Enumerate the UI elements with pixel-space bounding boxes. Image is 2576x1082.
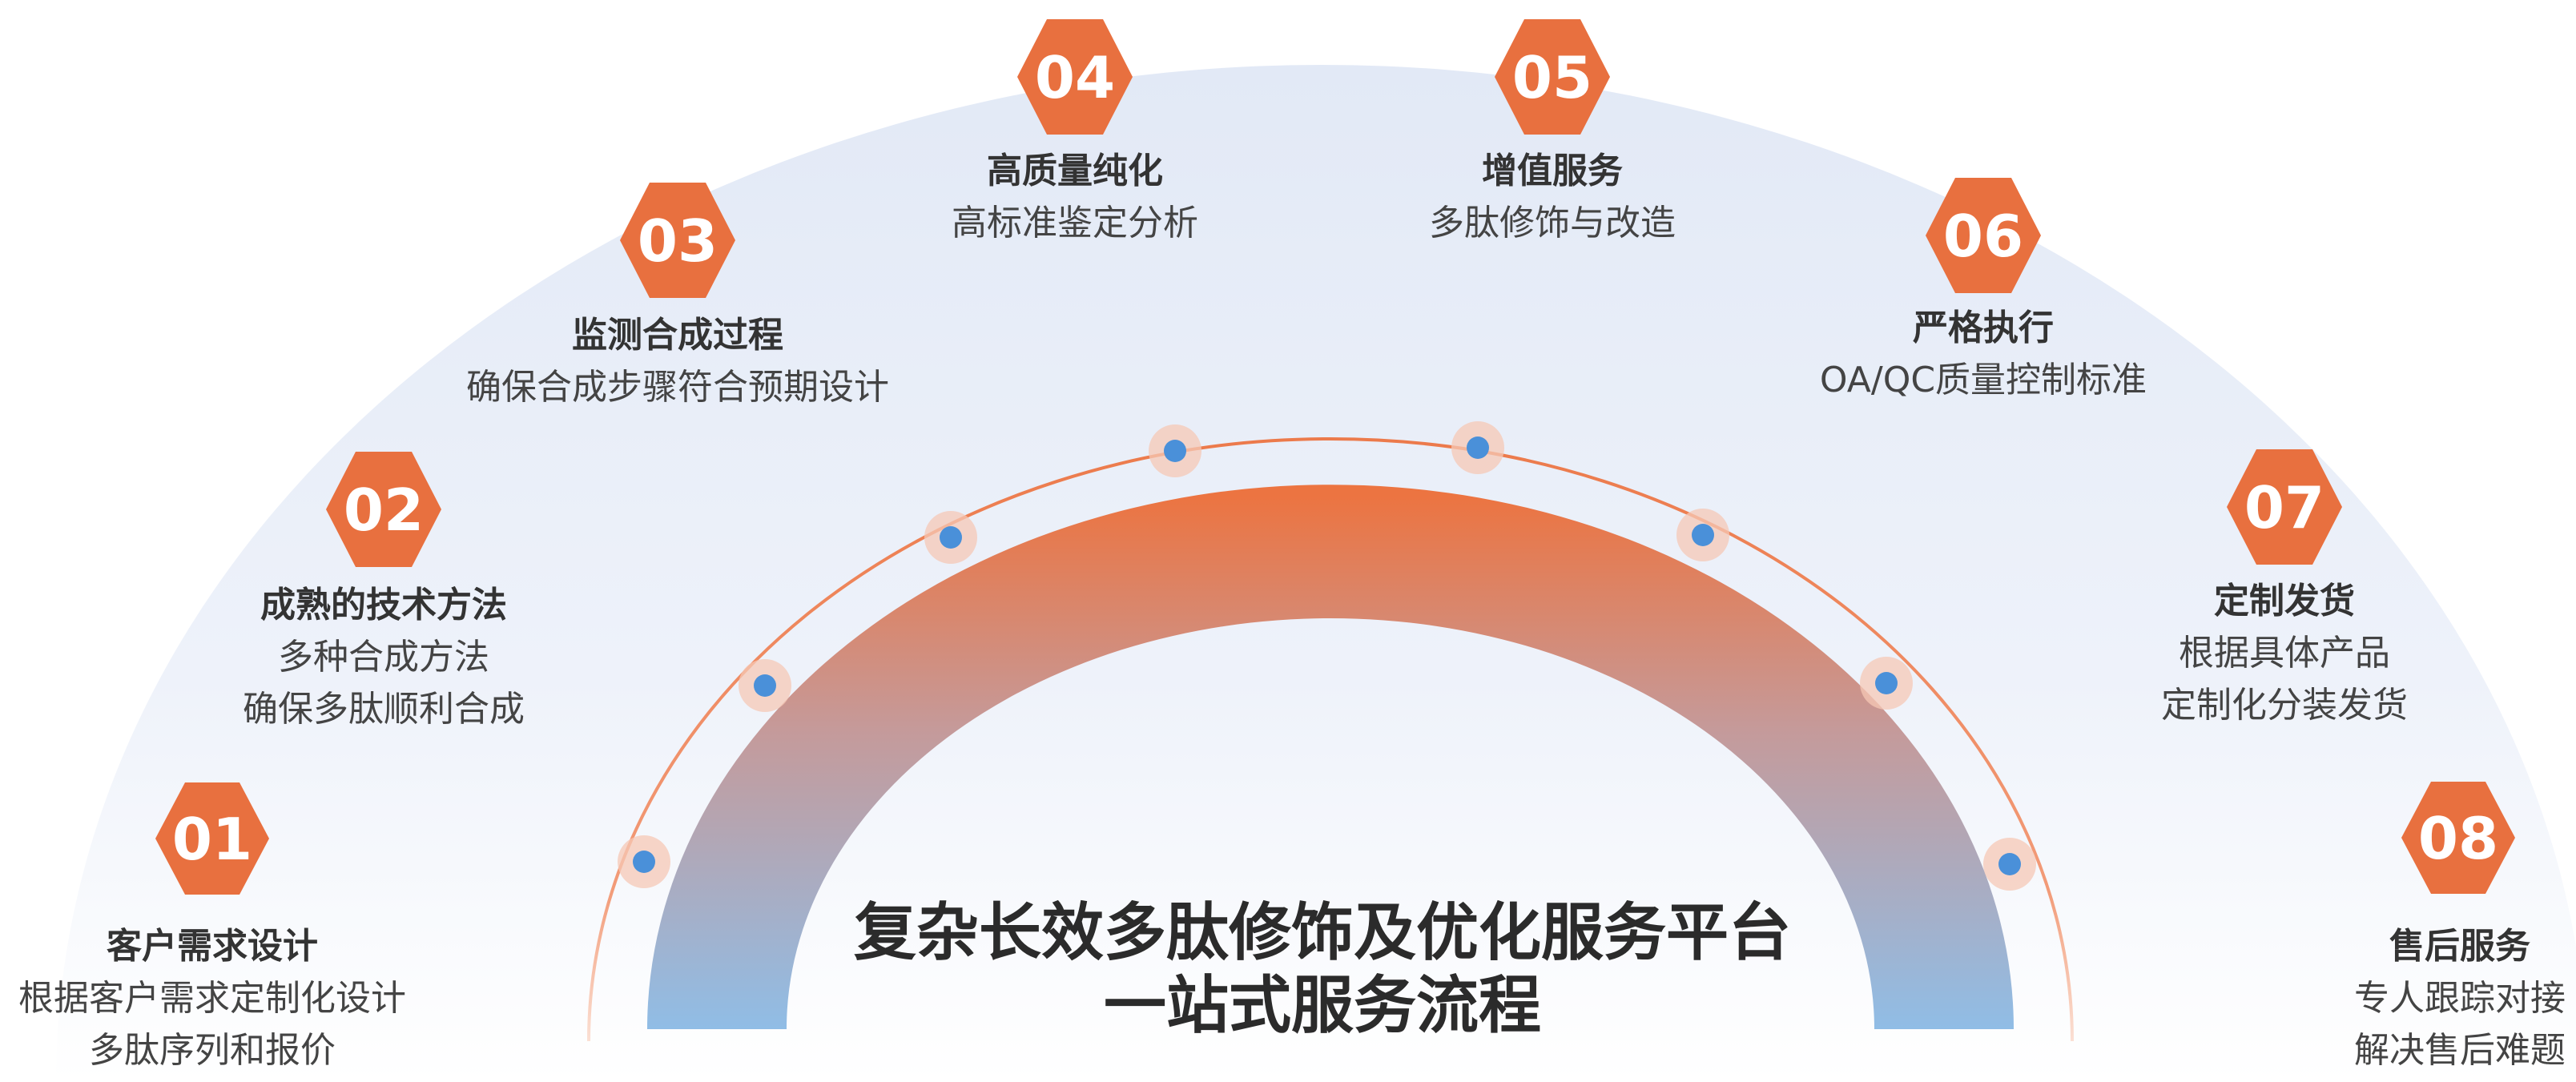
step-number: 01 [172, 806, 252, 873]
step-title: 定制发货 [2214, 581, 2355, 621]
hexagon-badge [2401, 782, 2515, 894]
orbit-dot [1860, 657, 1913, 710]
step-number: 06 [1943, 203, 2023, 270]
orbit-dot [1676, 509, 1729, 561]
hexagon-badge [1017, 19, 1133, 135]
step-title: 增值服务 [1482, 151, 1623, 191]
step-03: 03 监测合成过程 确保合成步骤符合预期设计 [466, 183, 889, 408]
step-02: 02 成熟的技术方法 多种合成方法 确保多肽顺利合成 [243, 452, 525, 730]
step-number: 07 [2244, 474, 2324, 541]
step-title: 严格执行 [1913, 308, 2054, 348]
step-description: OA/QC质量控制标准 [1820, 360, 2147, 400]
step-06: 06 严格执行 OA/QC质量控制标准 [1820, 178, 2147, 400]
step-08: 08 售后服务 专人跟踪对接 解决售后难题 [2354, 782, 2566, 1071]
step-title: 高质量纯化 [987, 151, 1163, 191]
step-04: 04 高质量纯化 高标准鉴定分析 [952, 19, 1198, 243]
main-title-line-1: 复杂长效多肽修饰及优化服务平台 [854, 897, 1791, 969]
step-description: 确保多肽顺利合成 [243, 689, 525, 730]
orbit-dot [618, 835, 670, 888]
orbit-dot [924, 511, 977, 564]
step-title: 监测合成过程 [572, 315, 783, 356]
hexagon-badge [620, 183, 735, 298]
hexagon-badge [2227, 449, 2342, 565]
step-description: 多肽序列和报价 [89, 1030, 336, 1071]
orbit-dot [1983, 838, 2036, 891]
orbit-dots [618, 421, 2036, 891]
step-number: 08 [2418, 805, 2498, 872]
step-description: 多种合成方法 [278, 637, 489, 678]
step-description: 专人跟踪对接 [2354, 978, 2566, 1019]
step-title: 成熟的技术方法 [260, 585, 507, 625]
step-05: 05 增值服务 多肽修饰与改造 [1429, 19, 1676, 243]
hexagon-badge [1495, 19, 1610, 135]
step-title: 客户需求设计 [107, 926, 318, 967]
hexagon-badge [326, 452, 441, 567]
step-description: 解决售后难题 [2354, 1030, 2566, 1071]
orbit-dot [1451, 421, 1504, 474]
step-description: 多肽修饰与改造 [1429, 203, 1676, 243]
orbit-dot [739, 659, 791, 712]
step-07: 07 定制发货 根据具体产品 定制化分装发货 [2161, 449, 2408, 726]
main-title-line-2: 一站式服务流程 [1104, 970, 1541, 1042]
step-description: 高标准鉴定分析 [952, 203, 1198, 243]
step-number: 03 [638, 207, 718, 275]
step-number: 04 [1035, 44, 1115, 111]
hexagon-badge [1926, 178, 2041, 293]
hexagon-badge [155, 782, 269, 895]
step-description: 定制化分装发货 [2161, 685, 2408, 726]
step-description: 根据具体产品 [2179, 633, 2390, 674]
step-number: 05 [1512, 44, 1592, 111]
step-number: 02 [344, 477, 424, 544]
gradient-arc [647, 485, 2014, 1029]
step-title: 售后服务 [2389, 926, 2530, 967]
step-description: 根据客户需求定制化设计 [18, 978, 406, 1019]
step-01: 01 客户需求设计 根据客户需求定制化设计 多肽序列和报价 [18, 782, 406, 1071]
orbit-line [587, 437, 2074, 1042]
orbit-dot [1149, 424, 1201, 477]
step-description: 确保合成步骤符合预期设计 [466, 367, 889, 408]
